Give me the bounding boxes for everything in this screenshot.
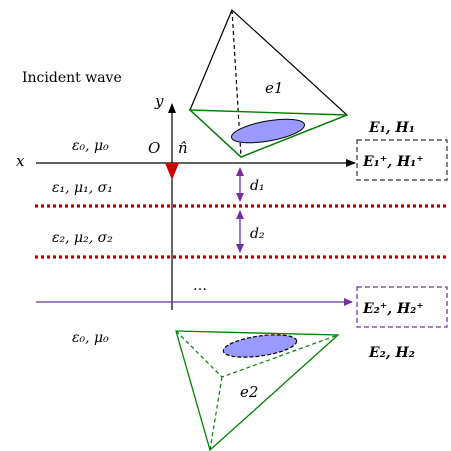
- d2-label: d₂: [250, 226, 265, 242]
- fields-2-plus-label: E₂⁺, H₂⁺: [362, 301, 424, 317]
- incident-wave-label: Incident wave: [22, 70, 122, 86]
- element-e1-interface-face: [188, 109, 348, 158]
- fields-1-label: E₁, H₁: [368, 120, 415, 136]
- fields-2-label: E₂, H₂: [368, 345, 415, 361]
- ellipsis-label: …: [193, 278, 207, 294]
- x-axis-label: x: [16, 152, 25, 170]
- d1-label: d₁: [250, 178, 265, 194]
- fields-1-plus-box: [356, 139, 448, 181]
- element-e2-ellipse: [222, 334, 298, 358]
- element-e1: [188, 8, 349, 158]
- fields-1-plus-label: E₁⁺, H₁⁺: [362, 154, 424, 170]
- origin-label: O: [148, 139, 160, 157]
- region0-bottom-label: ε₀, μ₀: [72, 330, 109, 346]
- region0-top-label: ε₀, μ₀: [72, 138, 109, 154]
- element-e2-hidden-edge-apex: [209, 376, 223, 451]
- layer2-label: ε₂, μ₂, σ₂: [52, 230, 113, 246]
- element-e1-label: e1: [265, 79, 283, 97]
- element-e1-ellipse: [231, 118, 305, 144]
- layer1-label: ε₁, μ₁, σ₁: [52, 180, 113, 196]
- element-e2-outline: [175, 330, 340, 451]
- y-axis-label: y: [154, 92, 164, 110]
- incident-wave-arrow: [165, 163, 179, 180]
- normal-label: n̂: [178, 139, 188, 157]
- element-e2-label: e2: [240, 383, 258, 401]
- fields-2-plus-box: [356, 286, 448, 328]
- element-e2: [175, 330, 340, 451]
